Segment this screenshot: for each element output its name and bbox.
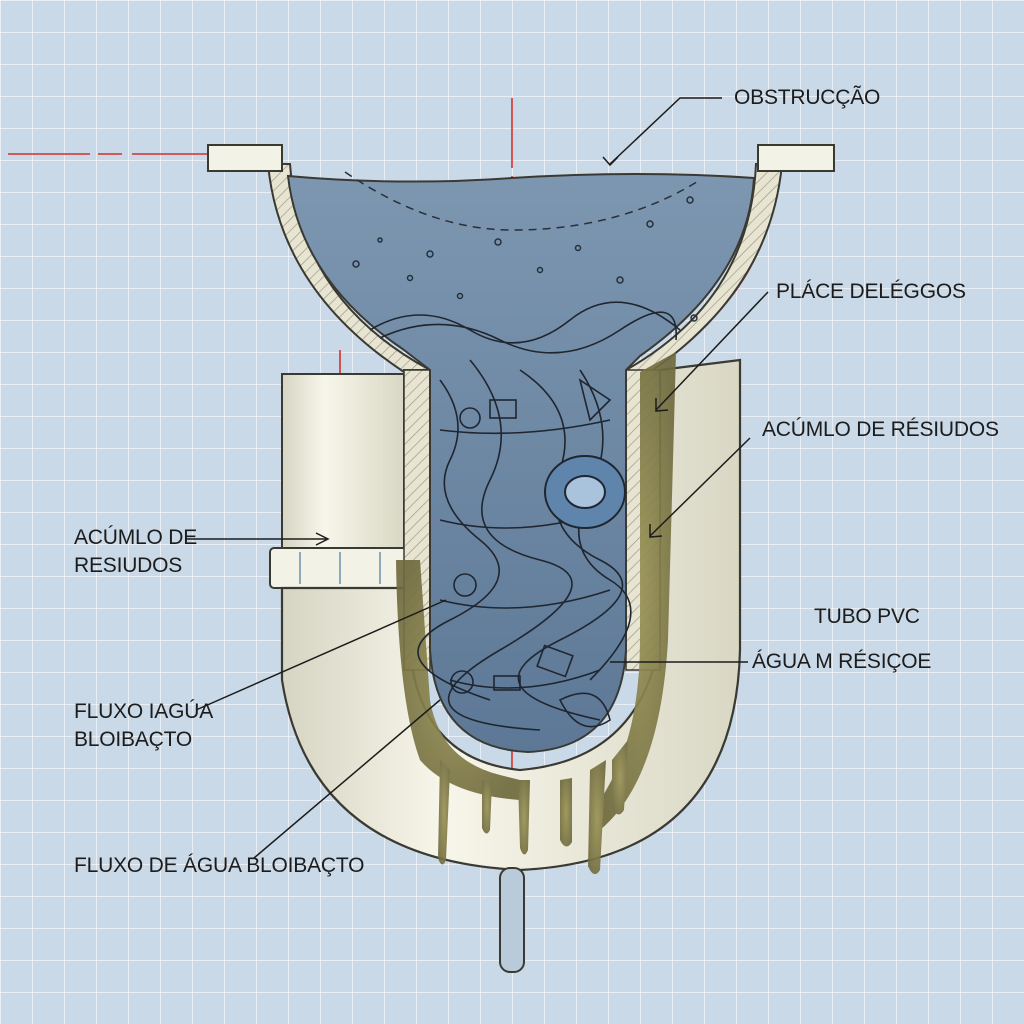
label-flow-long: FLUXO DE ÁGUA BLOIBAÇTO [74, 854, 365, 877]
label-residue-right: ACÚMLO DE RÉSIUDOS [762, 418, 999, 441]
label-pipe-material: TUBO PVC [814, 605, 920, 628]
label-grease-plate: PLÁCE DELÉGGOS [776, 280, 966, 303]
label-flow-short-line2: BLOIBAÇTO [74, 728, 193, 751]
bubbles [352, 196, 698, 322]
label-residue-left-line2: RESIUDOS [74, 554, 183, 577]
callout-lines [186, 97, 769, 859]
label-residue-water: ÁGUA M RÉSIÇOE [752, 650, 932, 673]
u-bend [280, 358, 742, 872]
grime-buildup [396, 352, 676, 875]
wall-flange-left [207, 144, 283, 172]
outflow-pipe [499, 867, 525, 973]
debris-clog [369, 301, 681, 731]
standing-water [286, 173, 756, 754]
wall-flange-right [757, 144, 835, 172]
pvc-pipe-left [269, 373, 411, 589]
label-obstruction: OBSTRUCÇÃO [734, 86, 881, 109]
label-residue-left-line1: ACÚMLO DE [74, 526, 198, 549]
label-flow-short-line1: FLUXO IAGÚA [74, 700, 213, 723]
